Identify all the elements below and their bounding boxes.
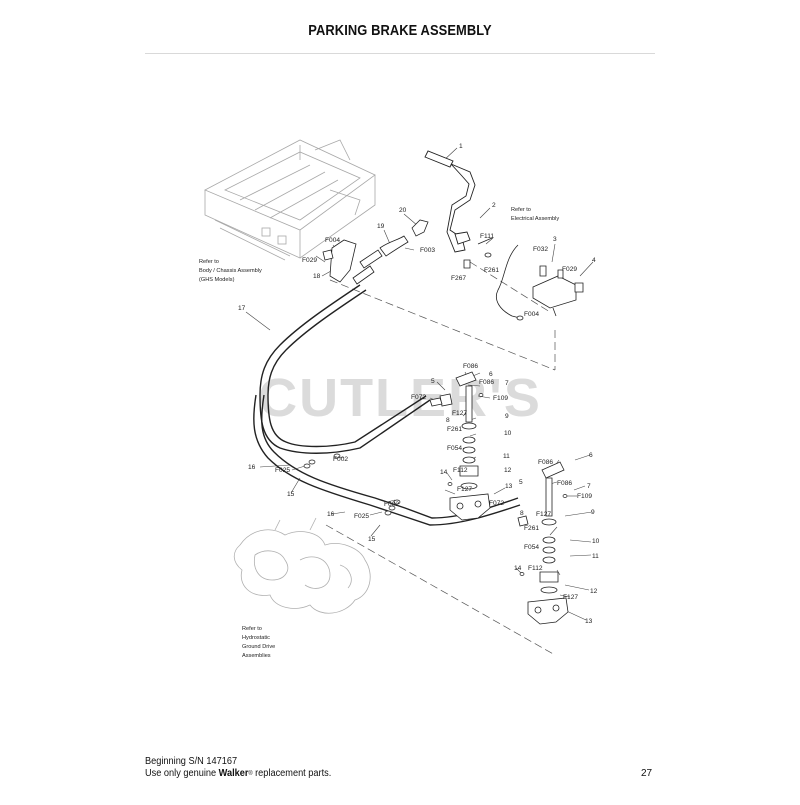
callout-f267: F267 bbox=[451, 275, 466, 282]
callout-f261: F261 bbox=[484, 267, 499, 274]
callout-15-b: 15 bbox=[368, 536, 376, 543]
callout-16-b: 16 bbox=[327, 511, 335, 518]
callout-3: 3 bbox=[553, 236, 557, 243]
callout-19: 19 bbox=[377, 223, 385, 230]
callout-f004-left: F004 bbox=[325, 237, 340, 244]
callout-labels: 1 2 F111 F261 F267 3 F032 F029 4 F004 20… bbox=[238, 143, 600, 625]
callout-11-a: 11 bbox=[503, 453, 510, 460]
callout-18: 18 bbox=[313, 273, 321, 280]
callout-5-a: 5 bbox=[431, 378, 435, 385]
callout-f127-a: F127 bbox=[452, 410, 467, 417]
ref-hydrostatic-3: Ground Drive bbox=[242, 644, 275, 650]
callout-14-a: 14 bbox=[440, 469, 448, 476]
chassis-frame-drawing bbox=[204, 139, 376, 261]
callout-f261-c: F261 bbox=[524, 525, 539, 532]
callout-f127-d: F127 bbox=[563, 594, 578, 601]
callout-15-a: 15 bbox=[287, 491, 295, 498]
callout-f261-b: F261 bbox=[447, 426, 462, 433]
hardware-bits bbox=[303, 393, 568, 576]
registered-mark: ® bbox=[248, 771, 253, 777]
ref-body-chassis-2: Body / Chassis Assembly bbox=[199, 268, 262, 274]
callout-16-a: 16 bbox=[248, 464, 256, 471]
callout-f112-b: F112 bbox=[528, 565, 543, 572]
callout-f086-d: F086 bbox=[557, 480, 572, 487]
callout-12-a: 12 bbox=[504, 467, 512, 474]
callout-f086-b: F086 bbox=[479, 379, 494, 386]
callout-f004-right: F004 bbox=[524, 311, 539, 318]
callout-f025-b: F025 bbox=[354, 513, 369, 520]
ref-electrical-2: Electrical Assembly bbox=[511, 216, 559, 222]
watermark: CUTLER'S bbox=[258, 368, 542, 428]
ref-hydrostatic-4: Assemblies bbox=[242, 653, 271, 659]
cable-lever-bracket bbox=[322, 219, 429, 285]
callout-f072-a: F072 bbox=[411, 394, 426, 401]
brake-switch bbox=[495, 244, 584, 321]
pin-and-washer bbox=[463, 237, 493, 269]
callout-20: 20 bbox=[399, 207, 407, 214]
callout-1: 1 bbox=[459, 143, 463, 150]
callout-f127-c: F127 bbox=[536, 511, 551, 518]
callout-7-b: 7 bbox=[587, 483, 591, 490]
ref-body-chassis-3: (GHS Models) bbox=[199, 277, 235, 283]
callout-f029-right: F029 bbox=[562, 266, 577, 273]
callout-8-a: 8 bbox=[446, 417, 450, 424]
brand-name: Walker bbox=[218, 768, 249, 779]
callout-4: 4 bbox=[592, 257, 596, 264]
callout-f025-a: F025 bbox=[275, 467, 290, 474]
callout-f003: F003 bbox=[420, 247, 435, 254]
serial-number-note: Beginning S/N 147167 bbox=[145, 756, 238, 767]
callout-f111: F111 bbox=[480, 233, 494, 240]
page-title: PARKING BRAKE ASSEMBLY bbox=[308, 22, 492, 39]
callout-2: 2 bbox=[492, 202, 496, 209]
callout-f086-a: F086 bbox=[463, 363, 478, 370]
callout-f127-b: F127 bbox=[457, 486, 472, 493]
genuine-parts-note: Use only genuine Walker® replacement par… bbox=[145, 768, 331, 780]
page-number: 27 bbox=[641, 768, 653, 779]
callout-6-b: 6 bbox=[589, 452, 593, 459]
callout-f054-a: F054 bbox=[447, 445, 462, 452]
ref-hydrostatic-1: Refer to bbox=[242, 626, 262, 632]
dash-lines bbox=[325, 261, 556, 656]
ref-hydrostatic-2: Hydrostatic bbox=[242, 635, 270, 641]
footer-prefix: Use only genuine bbox=[145, 768, 219, 779]
callout-17: 17 bbox=[238, 305, 246, 312]
callout-9-a: 9 bbox=[505, 413, 509, 420]
footer-suffix: replacement parts. bbox=[252, 768, 332, 779]
callout-f032: F032 bbox=[533, 246, 548, 253]
callout-10-b: 10 bbox=[592, 538, 600, 545]
callout-f086-c: F086 bbox=[538, 459, 553, 466]
callout-f109-b: F109 bbox=[577, 493, 592, 500]
callout-f072-b: F072 bbox=[489, 500, 504, 507]
callout-12-b: 12 bbox=[590, 588, 598, 595]
callout-f112-a: F112 bbox=[453, 467, 468, 474]
hydrostatic-drive-drawing bbox=[233, 517, 371, 614]
brake-rod-assembly-upper bbox=[429, 371, 491, 521]
callout-11-b: 11 bbox=[592, 553, 599, 560]
leader-lines bbox=[245, 147, 594, 621]
callout-5-b: 5 bbox=[519, 479, 523, 486]
callout-f002-b: F002 bbox=[384, 501, 399, 508]
callout-13-b: 13 bbox=[585, 618, 593, 625]
callout-13-a: 13 bbox=[505, 483, 513, 490]
callout-9-b: 9 bbox=[591, 509, 595, 516]
callout-f054-b: F054 bbox=[524, 544, 539, 551]
callout-f029-left: F029 bbox=[302, 257, 317, 264]
page-footer: Beginning S/N 147167 Use only genuine Wa… bbox=[145, 756, 331, 780]
brake-lever bbox=[424, 150, 476, 253]
callout-14-b: 14 bbox=[514, 565, 522, 572]
callout-6-a: 6 bbox=[489, 371, 493, 378]
callout-f002-a: F002 bbox=[333, 456, 348, 463]
callout-10-a: 10 bbox=[504, 430, 512, 437]
ref-body-chassis-1: Refer to bbox=[199, 259, 219, 265]
callout-7-a: 7 bbox=[505, 380, 509, 387]
callout-f109-a: F109 bbox=[493, 395, 508, 402]
callout-8-b: 8 bbox=[520, 510, 524, 517]
ref-electrical-1: Refer to bbox=[511, 207, 531, 213]
brake-rod-assembly-lower bbox=[517, 461, 569, 625]
title-divider bbox=[145, 53, 655, 54]
